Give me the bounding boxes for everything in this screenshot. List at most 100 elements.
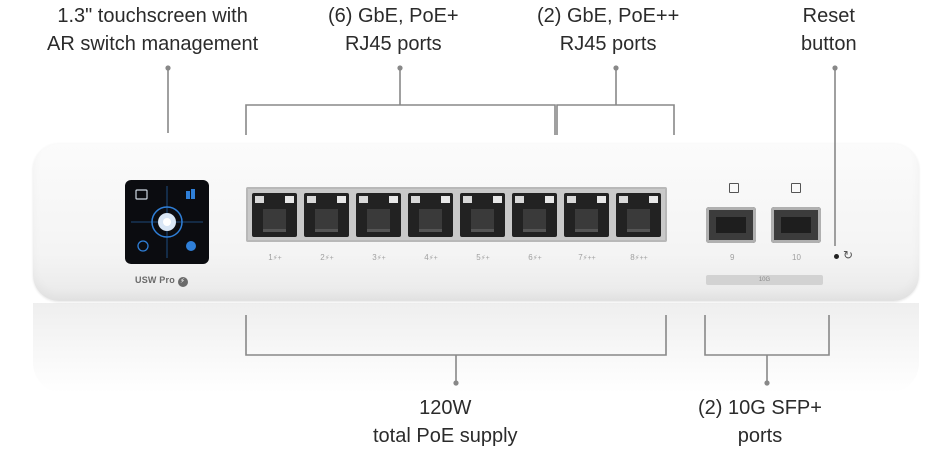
dot-gbe-poe-plus (397, 65, 403, 71)
callout-poe-supply-line1: 120W (419, 397, 472, 419)
sfp-label-9: 9 (730, 253, 735, 262)
switch-device: USW Pro ⚡ 9 10 10G ↻ 1⚡+2⚡+3⚡+4⚡+5⚡+6⚡+7… (33, 143, 919, 301)
callout-gbe-poe-plusplus-line1: (2) GbE, PoE++ (537, 5, 680, 27)
port-label-8: 8⚡++ (624, 253, 654, 262)
dot-gbe-poe-plusplus (613, 65, 619, 71)
bracket-gbe-poe-plus (245, 104, 556, 135)
poe-mark: ⚡+ (532, 255, 542, 262)
callout-poe-supply-line2: total PoE supply (373, 425, 518, 447)
port-number: 6 (528, 253, 533, 262)
port-label-2: 2⚡+ (312, 253, 342, 262)
callout-gbe-poe-plus-line2: RJ45 ports (344, 33, 442, 55)
port-led-right (649, 196, 658, 203)
port-number: 4 (424, 253, 429, 262)
port-number: 1 (268, 253, 273, 262)
dot-touchscreen (165, 65, 171, 71)
callout-sfp-line2: ports (737, 425, 783, 447)
callout-reset: Reset button (801, 2, 857, 58)
port-led-left (411, 196, 420, 203)
port-led-right (441, 196, 450, 203)
port-pins (471, 209, 494, 232)
dot-reset (832, 65, 838, 71)
port-number: 2 (320, 253, 325, 262)
rj45-port-2[interactable] (304, 193, 349, 237)
port-pins (315, 209, 338, 232)
port-label-6: 6⚡+ (520, 253, 550, 262)
port-led-right (493, 196, 502, 203)
port-pins (523, 209, 546, 232)
bracket-gbe-poe-plusplus (556, 104, 675, 135)
sfp-led-9 (729, 183, 739, 193)
port-led-left (359, 196, 368, 203)
port-led-right (545, 196, 554, 203)
port-led-right (285, 196, 294, 203)
rj45-port-4[interactable] (408, 193, 453, 237)
callout-poe-supply: 120W total PoE supply (373, 394, 518, 450)
poe-mark: ⚡+ (272, 255, 282, 262)
port-pins (367, 209, 390, 232)
sfp-port-10[interactable] (771, 207, 821, 243)
dot-sfp (764, 380, 770, 386)
port-label-5: 5⚡+ (468, 253, 498, 262)
rj45-port-block (246, 187, 667, 242)
port-led-left (463, 196, 472, 203)
port-number: 3 (372, 253, 377, 262)
callout-gbe-poe-plus-line1: (6) GbE, PoE+ (328, 5, 459, 27)
dot-poe-supply (453, 380, 459, 386)
port-pins (627, 209, 650, 232)
rj45-port-3[interactable] (356, 193, 401, 237)
port-led-right (597, 196, 606, 203)
poe-icon: ⚡ (177, 277, 188, 287)
rj45-port-7[interactable] (564, 193, 609, 237)
bracket-sfp (704, 315, 830, 356)
port-led-right (337, 196, 346, 203)
reset-icon: ↻ (843, 248, 854, 262)
sfp-speed-bar: 10G (706, 275, 823, 285)
port-number: 7 (578, 253, 583, 262)
model-label: USW Pro ⚡ (135, 275, 188, 287)
port-number: 5 (476, 253, 481, 262)
poe-mark: ⚡++ (582, 255, 596, 262)
poe-mark: ⚡++ (634, 255, 648, 262)
port-number: 8 (630, 253, 635, 262)
model-label-text: USW Pro (135, 275, 175, 285)
port-label-4: 4⚡+ (416, 253, 446, 262)
device-reflection (33, 303, 919, 393)
rj45-port-5[interactable] (460, 193, 505, 237)
bracket-poe-supply (245, 315, 667, 356)
port-led-left (567, 196, 576, 203)
callout-gbe-poe-plus: (6) GbE, PoE+ RJ45 ports (328, 2, 459, 58)
callout-touchscreen-line1: 1.3" touchscreen with (57, 5, 248, 27)
callout-touchscreen: 1.3" touchscreen with AR switch manageme… (47, 2, 258, 58)
port-led-left (255, 196, 264, 203)
touchscreen-ui-icon (131, 186, 203, 258)
poe-mark: ⚡+ (480, 255, 490, 262)
port-led-left (515, 196, 524, 203)
port-pins (263, 209, 286, 232)
poe-mark: ⚡+ (376, 255, 386, 262)
callout-reset-line1: Reset (802, 5, 855, 27)
callout-sfp-line1: (2) 10G SFP+ (698, 397, 822, 419)
port-led-left (619, 196, 628, 203)
callout-reset-line2: button (801, 33, 857, 55)
port-pins (419, 209, 442, 232)
rj45-port-8[interactable] (616, 193, 661, 237)
port-led-right (389, 196, 398, 203)
callout-gbe-poe-plusplus: (2) GbE, PoE++ RJ45 ports (537, 2, 679, 58)
callout-touchscreen-line2: AR switch management (47, 33, 259, 55)
port-label-1: 1⚡+ (260, 253, 290, 262)
callout-sfp: (2) 10G SFP+ ports (698, 394, 822, 450)
port-pins (575, 209, 598, 232)
sfp-port-9[interactable] (706, 207, 756, 243)
poe-mark: ⚡+ (324, 255, 334, 262)
reset-button[interactable] (834, 254, 839, 259)
touchscreen[interactable] (125, 180, 209, 264)
port-led-left (307, 196, 316, 203)
poe-mark: ⚡+ (428, 255, 438, 262)
sfp-label-10: 10 (792, 253, 801, 262)
port-label-7: 7⚡++ (572, 253, 602, 262)
sfp-led-10 (791, 183, 801, 193)
rj45-port-6[interactable] (512, 193, 557, 237)
rj45-port-1[interactable] (252, 193, 297, 237)
